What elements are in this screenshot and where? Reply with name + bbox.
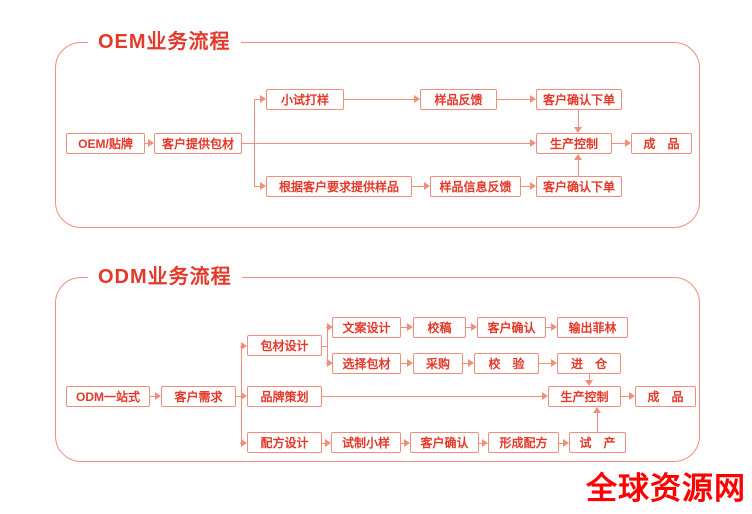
arrow-confirm-down-to-production (574, 110, 582, 133)
odm-node-warehouse: 进 仓 (557, 353, 621, 374)
odm-node-purchase: 采购 (413, 353, 463, 374)
branch-line-vertical (241, 346, 242, 443)
odm-panel-outline (55, 277, 700, 462)
arrow-trial-sample-to-confirm (401, 439, 410, 447)
odm-node-film-output: 输出菲林 (557, 317, 628, 338)
odm-node-copy-design: 文案设计 (332, 317, 401, 338)
odm-node-finished: 成 品 (635, 386, 696, 407)
odm-node-trial-production: 试 产 (569, 432, 626, 453)
oem-node-start: OEM/贴牌 (66, 133, 145, 154)
arrow-proof-to-confirm (466, 323, 477, 331)
oem-node-feedback: 样品反馈 (420, 89, 497, 110)
stub-package-design-out (322, 346, 327, 347)
arrow-trial-to-feedback (344, 95, 420, 103)
arrow-formula-design-to-trial-sample (322, 439, 331, 447)
odm-section-title: ODM业务流程 (88, 265, 242, 289)
odm-node-confirm-copy: 客户确认 (477, 317, 546, 338)
branch-line-vertical (254, 99, 255, 187)
odm-node-demand: 客户需求 (161, 386, 236, 407)
arrow-warehouse-down-to-production (585, 374, 593, 386)
arrow-demand-to-brand (236, 392, 247, 400)
arrow-sample-request-to-info (412, 182, 430, 190)
arrow-copy-to-proof (401, 323, 413, 331)
arrow-trial-production-up-to-production (593, 407, 601, 432)
odm-node-brand: 品牌策划 (247, 386, 322, 407)
arrow-package-to-production (242, 139, 536, 147)
odm-node-formula-design: 配方设计 (247, 432, 322, 453)
arrow-branch-to-sample-request (254, 182, 266, 190)
arrow-check-to-warehouse (539, 359, 557, 367)
odm-node-package-design: 包材设计 (247, 335, 322, 356)
branch-line-package-design (327, 327, 328, 364)
arrow-feedback-to-confirm (497, 95, 536, 103)
arrow-info-to-confirm (521, 182, 536, 190)
arrow-select-to-purchase (401, 359, 413, 367)
arrow-brand-to-production (322, 392, 548, 400)
odm-node-check: 校 验 (474, 353, 539, 374)
arrow-branch-to-package-design (240, 342, 247, 350)
oem-node-sample-info: 样品信息反馈 (430, 176, 521, 197)
odm-node-confirm-formula: 客户确认 (410, 432, 479, 453)
arrow-confirm-to-formula (479, 439, 488, 447)
arrow-production-to-finished (612, 139, 631, 147)
odm-node-proof: 校稿 (413, 317, 466, 338)
odm-node-start: ODM一站式 (66, 386, 150, 407)
arrow-start-to-demand (150, 392, 161, 400)
arrow-purchase-to-check (463, 359, 474, 367)
site-watermark: 全球资源网 (586, 471, 746, 506)
arrow-production-to-finished (621, 392, 635, 400)
odm-node-production: 生产控制 (548, 386, 621, 407)
oem-section-title: OEM业务流程 (88, 30, 241, 54)
odm-node-formula: 形成配方 (488, 432, 559, 453)
arrow-confirm-to-film (546, 323, 557, 331)
oem-node-sample-request: 根据客户要求提供样品 (266, 176, 412, 197)
oem-node-confirm-bottom: 客户确认下单 (536, 176, 622, 197)
arrow-branch-to-formula-design (240, 439, 247, 447)
oem-panel-outline (55, 42, 700, 228)
arrow-confirm-up-to-production (574, 154, 582, 176)
oem-node-finished: 成 品 (631, 133, 692, 154)
oem-node-trial: 小试打样 (266, 89, 344, 110)
odm-node-trial-sample: 试制小样 (331, 432, 401, 453)
arrow-formula-to-trial-production (559, 439, 569, 447)
oem-node-confirm-top: 客户确认下单 (536, 89, 622, 110)
arrow-start-to-package (145, 139, 154, 147)
arrow-branch-to-trial (254, 95, 266, 103)
arrow-branch-to-select-package (326, 359, 333, 367)
oem-node-package: 客户提供包材 (154, 133, 242, 154)
odm-node-select-package: 选择包材 (332, 353, 401, 374)
arrow-branch-to-copy-design (326, 323, 333, 331)
oem-node-production: 生产控制 (536, 133, 612, 154)
